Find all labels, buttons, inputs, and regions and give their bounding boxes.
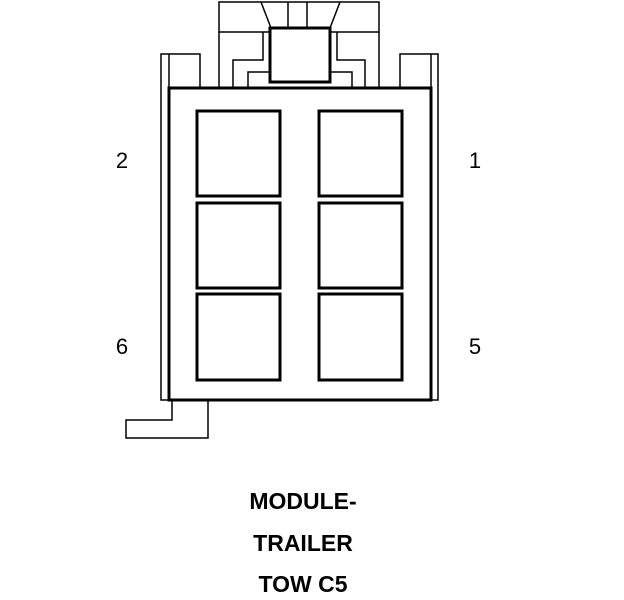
- connector-title-line-3: TOW C5: [258, 571, 347, 597]
- pin-label-6: 6: [116, 334, 128, 359]
- connector-title-line-2: TRAILER: [253, 530, 353, 556]
- cavity-pin-3: [317, 201, 404, 290]
- pin-label-5: 5: [469, 334, 481, 359]
- connector-title-line-1: MODULE-: [249, 488, 356, 514]
- connector-key: [125, 400, 209, 439]
- cavity-pin-1: [317, 109, 404, 198]
- cavity-pin-5: [317, 292, 404, 382]
- cavity-pin-2: [195, 109, 282, 198]
- pin-label-2: 2: [116, 148, 128, 173]
- pin-label-1: 1: [469, 148, 481, 173]
- latch-tab: [268, 26, 332, 84]
- cavity-pin-6: [195, 292, 282, 382]
- cavity-pin-4: [195, 201, 282, 290]
